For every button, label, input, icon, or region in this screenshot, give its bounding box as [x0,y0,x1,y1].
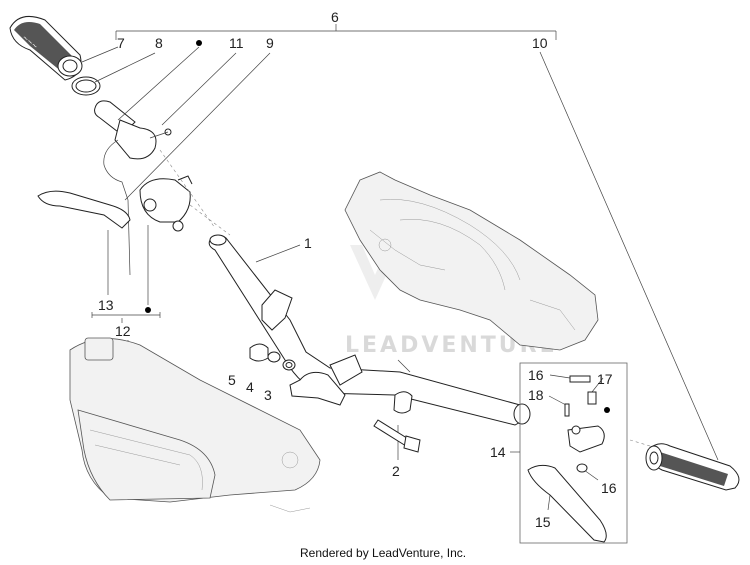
callout-9: 9 [266,35,274,51]
callout-11: 11 [229,35,244,51]
reference-dot [604,407,610,413]
callout-13: 13 [98,297,114,313]
callout-12: 12 [115,323,131,339]
bracket-6 [115,24,557,40]
callout-7: 7 [117,35,125,51]
callout-5: 5 [228,372,236,388]
callout-17: 17 [597,371,613,387]
callout-2: 2 [392,463,400,479]
handlebar [208,234,531,426]
callout-16-top: 16 [528,367,544,383]
left-brake-lever [37,175,193,232]
footer-credit: Rendered by LeadVenture, Inc. [300,546,466,560]
bolt [373,419,421,453]
callout-8: 8 [155,35,163,51]
callout-18: 18 [528,387,544,403]
right-brake-lever [527,375,607,543]
callout-6: 6 [331,9,339,25]
lower-handlebar-cover [69,337,321,513]
callout-14: 14 [490,444,506,460]
callout-4: 4 [246,379,254,395]
callout-3: 3 [264,387,272,403]
right-lever-group-frame [510,362,628,544]
reference-dot [145,307,151,313]
spacer-set [249,343,296,371]
throttle-sleeve [94,100,172,160]
throttle-cable [103,139,131,276]
callout-16-bottom: 16 [601,480,617,496]
callout-15: 15 [535,514,551,530]
headlight-cover [344,171,599,351]
callout-1: 1 [304,235,312,251]
callout-10: 10 [532,35,548,51]
right-grip [645,443,740,491]
reference-dot [196,40,202,46]
left-grip: ~~~ [9,15,83,81]
leader-lines [81,46,719,511]
